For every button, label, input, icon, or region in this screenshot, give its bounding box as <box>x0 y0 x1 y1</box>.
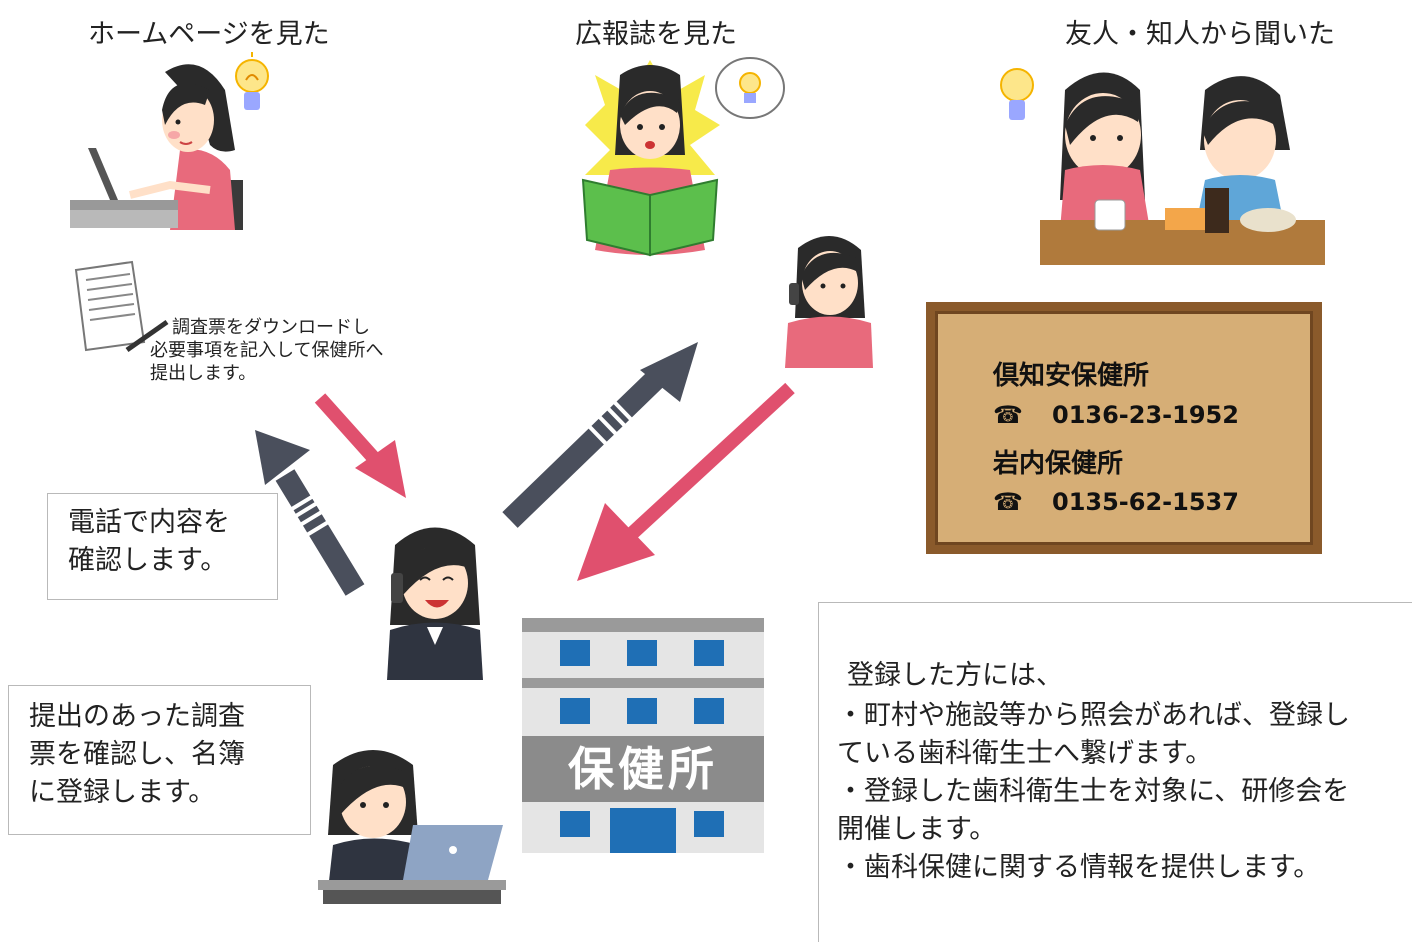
gray-arrow-to-homepage <box>255 430 365 596</box>
window <box>694 640 724 666</box>
download-note: 調査票をダウンロードし 必要事項を記入して保健所へ 提出します。 <box>150 316 383 385</box>
phone-confirm-line-2: 確認します。 <box>68 545 228 576</box>
benefits-line-4: 開催します。 <box>837 814 997 845</box>
contact-board: 倶知安保健所 ☎ 0136-23-1952 岩内保健所 ☎ 0135-62-15… <box>926 302 1322 554</box>
contact-phone-2: 0135-62-1537 <box>1052 488 1239 516</box>
lightbulb-icon <box>235 52 269 110</box>
header-pamphlet: 広報誌を見た <box>575 19 737 50</box>
staff-on-phone-illustration <box>387 527 483 680</box>
header-friend: 友人・知人から聞いた <box>1065 19 1335 50</box>
window <box>694 698 724 724</box>
contact-name-1: 倶知安保健所 <box>993 361 1150 391</box>
phone-confirm-line-1: 電話で内容を <box>68 507 230 538</box>
woman-calling-illustration <box>785 235 873 368</box>
health-center-building: 保健所 <box>522 618 764 853</box>
window <box>560 698 590 724</box>
gray-arrow-to-caller <box>502 342 698 528</box>
phone-confirm-box: 電話で内容を 確認します。 <box>47 493 278 600</box>
contact-phone-1: 0136-23-1952 <box>1052 401 1239 429</box>
building-sign-text: 保健所 <box>568 742 718 796</box>
benefits-intro: 登録した方には、 <box>847 660 1063 691</box>
phone-icon: ☎ <box>993 401 1023 429</box>
staff-at-laptop-illustration <box>318 750 506 904</box>
header-homepage: ホームページを見た <box>88 19 330 50</box>
building-roof <box>522 618 764 632</box>
benefits-line-5: ・歯科保健に関する情報を提供します。 <box>837 852 1321 883</box>
register-line-3: に登録します。 <box>29 777 216 808</box>
benefits-box: 登録した方には、 ・町村や施設等から照会があれば、登録し ている歯科衛生士へ繋げ… <box>818 602 1412 942</box>
benefits-line-2: ている歯科衛生士へ繋げます。 <box>837 738 1213 769</box>
thought-bubble-icon <box>715 57 785 119</box>
pink-arrow-to-staff <box>314 393 406 498</box>
form-document-icon <box>74 260 169 353</box>
download-note-line-3: 提出します。 <box>150 363 257 384</box>
download-note-line-1: 調査票をダウンロードし <box>172 317 370 338</box>
building-sign <box>522 736 764 802</box>
phone-icon: ☎ <box>993 488 1023 516</box>
window <box>560 811 590 837</box>
contact-name-2: 岩内保健所 <box>993 449 1124 479</box>
window <box>560 640 590 666</box>
woman-reading-illustration <box>581 60 720 257</box>
register-line-2: 票を確認し、名簿 <box>29 739 245 770</box>
benefits-line-3: ・登録した歯科衛生士を対象に、研修会を <box>837 776 1350 807</box>
woman-laptop-illustration <box>70 64 243 230</box>
window <box>627 698 657 724</box>
friends-cafe-illustration <box>1000 68 1325 265</box>
building-ledge <box>522 678 764 688</box>
benefits-line-1: ・町村や施設等から照会があれば、登録し <box>837 700 1350 731</box>
register-box: 提出のあった調査 票を確認し、名簿 に登録します。 <box>8 685 311 835</box>
window <box>694 811 724 837</box>
download-note-line-2: 必要事項を記入して保健所へ <box>150 340 384 361</box>
window <box>627 640 657 666</box>
building-door <box>610 808 676 853</box>
pink-arrow-to-building <box>577 382 795 581</box>
register-line-1: 提出のあった調査 <box>29 701 245 732</box>
